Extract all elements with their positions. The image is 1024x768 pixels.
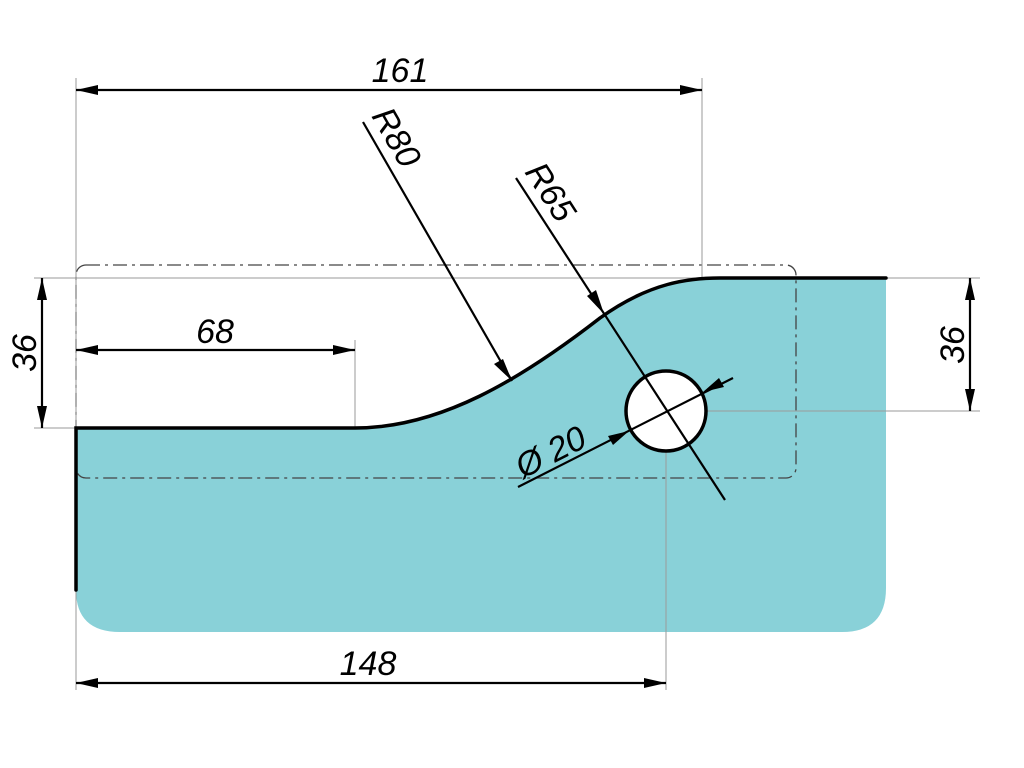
- arrowhead: [644, 678, 666, 688]
- arrowhead: [333, 345, 355, 355]
- arrowhead: [680, 85, 702, 95]
- dim-overall-width: 161: [372, 52, 429, 90]
- arrowhead: [965, 389, 975, 411]
- arrowhead: [587, 290, 604, 314]
- arrowhead: [37, 406, 47, 428]
- part-body: [76, 278, 886, 632]
- arrowhead: [76, 345, 98, 355]
- arrowhead: [608, 431, 629, 445]
- arrowhead: [703, 378, 724, 392]
- dim-radius-large: R80: [364, 101, 428, 174]
- leader-line-r65: [515, 177, 726, 501]
- dim-right-height: 36: [934, 326, 972, 364]
- dim-radius-small: R65: [517, 156, 583, 229]
- arrowhead: [37, 278, 47, 300]
- dim-hole-offset: 148: [340, 645, 397, 683]
- part-profile-curve: [74, 276, 888, 592]
- arrowhead: [76, 678, 98, 688]
- dim-flat-length: 68: [196, 313, 234, 351]
- leader-line-r80: [362, 121, 513, 382]
- arrowhead: [76, 85, 98, 95]
- arrowhead: [494, 359, 512, 381]
- arrowhead: [965, 278, 975, 300]
- dim-left-height: 36: [6, 334, 44, 372]
